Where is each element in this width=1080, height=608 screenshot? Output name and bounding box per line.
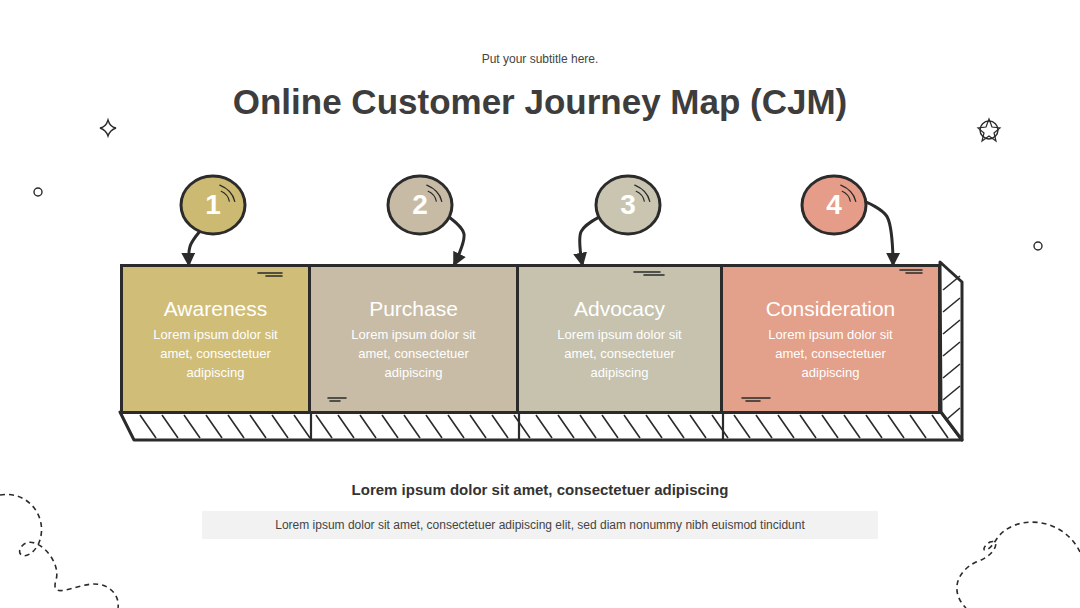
stage-text: Lorem ipsum dolor sit amet, consectetuer…	[756, 325, 906, 382]
scratch-mark	[742, 398, 770, 401]
star-circle-symbol	[980, 121, 998, 139]
scratch-mark	[427, 185, 442, 201]
step-circle: 3	[594, 174, 662, 236]
stage-title: Advocacy	[519, 296, 720, 322]
scratch-mark	[842, 191, 850, 201]
connector-arrow	[189, 232, 199, 264]
circle-shape	[388, 176, 452, 234]
bar-divider	[311, 412, 723, 440]
scratch-mark	[428, 191, 436, 201]
scratch-mark	[636, 191, 644, 201]
step-circle: 1	[179, 174, 247, 236]
note-band: Lorem ipsum dolor sit amet, consectetuer…	[202, 480, 878, 539]
dot-symbol	[34, 188, 42, 196]
step-number: 4	[826, 189, 842, 221]
circle-shape	[596, 176, 660, 234]
scratch-mark	[220, 185, 235, 201]
note-heading: Lorem ipsum dolor sit amet, consectetuer…	[202, 480, 878, 500]
stage-title: Awareness	[123, 296, 308, 322]
scratch-mark	[900, 270, 922, 273]
dashed-swirl	[957, 522, 1080, 608]
stage-text: Lorem ipsum dolor sit amet, consectetuer…	[339, 325, 489, 382]
step-number: 3	[620, 189, 636, 221]
circle-shape	[802, 176, 866, 234]
stage-title: Consideration	[723, 296, 938, 322]
stage-title: Purchase	[311, 296, 516, 322]
scratch-mark	[634, 272, 664, 275]
step-circle: 4	[800, 174, 868, 236]
stage-box: ConsiderationLorem ipsum dolor sit amet,…	[723, 264, 941, 414]
step-number: 1	[205, 189, 221, 221]
step-circle: 2	[386, 174, 454, 236]
connector-arrow	[867, 202, 893, 264]
scratch-mark	[841, 185, 856, 201]
stage-box: PurchaseLorem ipsum dolor sit amet, cons…	[311, 264, 519, 414]
stage-box: AwarenessLorem ipsum dolor sit amet, con…	[120, 264, 311, 414]
stage-box: AdvocacyLorem ipsum dolor sit amet, cons…	[519, 264, 723, 414]
bar-side-face	[940, 262, 962, 440]
circle-shape	[181, 176, 245, 234]
hatch-lines	[140, 415, 948, 438]
stage-text: Lorem ipsum dolor sit amet, consectetuer…	[141, 325, 291, 382]
connector-arrow	[580, 218, 598, 264]
star-symbol	[978, 119, 1000, 141]
hatch-lines	[943, 276, 960, 420]
dot-symbol	[1034, 242, 1042, 250]
note-text: Lorem ipsum dolor sit amet, consectetuer…	[202, 511, 878, 539]
scratch-mark	[258, 273, 282, 276]
stage-text: Lorem ipsum dolor sit amet, consectetuer…	[545, 325, 695, 382]
subtitle-label: Put your subtitle here.	[0, 51, 1080, 67]
step-number: 2	[412, 189, 428, 221]
dashed-swirl	[0, 494, 118, 608]
connector-arrow	[450, 218, 464, 264]
slide-title: Online Customer Journey Map (CJM)	[0, 80, 1080, 124]
bar-bottom-face	[120, 412, 962, 440]
scratch-marks	[258, 270, 922, 401]
sparkle-symbol	[100, 120, 116, 136]
scratch-mark	[221, 191, 229, 201]
scratch-mark	[328, 398, 346, 401]
scratch-mark	[635, 185, 650, 201]
